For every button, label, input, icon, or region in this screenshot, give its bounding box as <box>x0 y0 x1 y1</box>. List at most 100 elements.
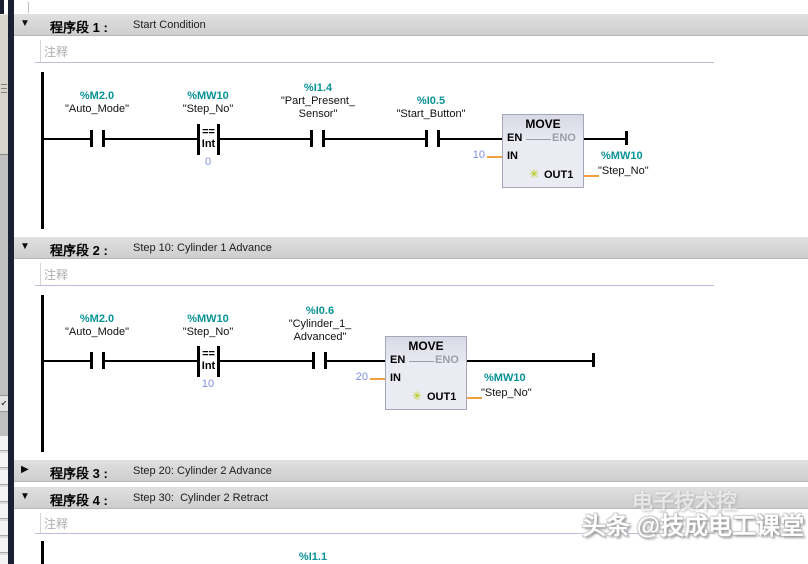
wire <box>105 360 197 362</box>
network-3-header[interactable] <box>14 460 808 482</box>
network-3-title[interactable]: Step 20: Cylinder 2 Advance <box>133 465 272 477</box>
network-4-title[interactable]: Step 30: Cylinder 2 Retract <box>133 492 269 504</box>
operand-name[interactable]: "Step_No" <box>481 387 532 399</box>
compare-box[interactable]: == Int <box>197 124 220 155</box>
operand-address[interactable]: %MW10 <box>187 90 229 102</box>
out-connector <box>584 175 599 177</box>
operand-name[interactable]: "Auto_Mode" <box>64 103 130 115</box>
contact-start-button[interactable] <box>425 129 440 148</box>
network-2-label: 程序段 2 : <box>50 243 108 258</box>
assign-icon: ✳ <box>529 167 540 181</box>
contact-auto-mode[interactable] <box>90 129 105 148</box>
left-scrollbar-track[interactable] <box>0 14 8 564</box>
compare-op: == <box>202 126 215 138</box>
operand-name[interactable]: "Start_Button" <box>396 108 466 120</box>
power-rail <box>41 541 44 564</box>
check-icon: ✔ <box>0 399 8 408</box>
collapse-expanded-icon[interactable]: ▼ <box>20 18 30 29</box>
operand-name[interactable]: "Step_No" <box>182 103 234 115</box>
check-button[interactable]: ✔ <box>0 395 8 412</box>
text-cursor <box>28 2 29 13</box>
comment-border <box>40 513 41 533</box>
power-rail <box>41 295 44 452</box>
operand-name[interactable]: "Step_No" <box>182 326 234 338</box>
contact-auto-mode[interactable] <box>90 351 105 370</box>
contact-cylinder1-advanced[interactable] <box>312 351 327 370</box>
power-rail <box>41 72 44 229</box>
network-1-comment-input[interactable]: 注释 <box>44 45 69 59</box>
wire <box>327 360 385 362</box>
comment-underline <box>35 62 714 63</box>
collapse-expanded-icon[interactable]: ▼ <box>20 241 30 252</box>
network-4-label: 程序段 4 : <box>50 493 108 508</box>
pin-out1: OUT1 <box>427 391 457 403</box>
operand-address[interactable]: %MW10 <box>601 150 643 162</box>
collapse-expanded-icon[interactable]: ▼ <box>20 491 30 502</box>
compare-type[interactable]: Int <box>201 360 216 372</box>
network-4-comment-input[interactable]: 注释 <box>44 517 69 531</box>
comment-underline <box>35 533 714 534</box>
wire <box>220 138 310 140</box>
network-4-header[interactable] <box>14 487 808 509</box>
in-connector <box>370 378 385 380</box>
operand-address[interactable]: %M2.0 <box>79 313 115 325</box>
wire <box>220 360 312 362</box>
watermark-ghost: 电子技术控 <box>632 491 737 514</box>
network-2-title[interactable]: Step 10: Cylinder 1 Advance <box>133 242 272 254</box>
pin-in: IN <box>390 372 401 384</box>
wire <box>44 138 90 140</box>
comment-border <box>40 263 41 285</box>
operand-address[interactable]: %I1.4 <box>303 82 333 94</box>
compare-box[interactable]: == Int <box>197 346 220 377</box>
operand-address[interactable]: %I1.1 <box>298 551 328 563</box>
compare-value[interactable]: 0 <box>204 156 212 168</box>
wire <box>440 138 502 140</box>
wire <box>467 360 593 362</box>
operand-address[interactable]: %MW10 <box>187 313 229 325</box>
collapsed-panel-rows <box>0 436 8 564</box>
operand-name[interactable]: Advanced" <box>293 331 347 343</box>
watermark: 头条 @技成电工课堂 <box>582 513 805 540</box>
out-connector <box>467 397 482 399</box>
operand-address[interactable]: %M2.0 <box>79 90 115 102</box>
move-in-value[interactable]: 20 <box>355 371 368 383</box>
operand-name[interactable]: "Part_Present_ <box>280 95 356 107</box>
panel-divider <box>8 0 14 564</box>
comment-underline <box>35 285 714 286</box>
operand-name[interactable]: Sensor" <box>298 108 338 120</box>
move-title: MOVE <box>525 117 561 131</box>
operand-address[interactable]: %MW10 <box>484 372 526 384</box>
collapse-collapsed-icon[interactable]: ▶ <box>21 464 29 475</box>
pin-in: IN <box>507 150 518 162</box>
network-1-title[interactable]: Start Condition <box>133 19 206 31</box>
network-1-label: 程序段 1 : <box>50 20 108 35</box>
wire <box>105 138 197 140</box>
compare-type[interactable]: Int <box>201 138 216 150</box>
contact-part-present[interactable] <box>310 129 325 148</box>
wire <box>44 360 90 362</box>
move-block[interactable]: MOVE EN ENO IN ✳ OUT1 <box>502 114 584 188</box>
network-2-header[interactable] <box>14 237 808 259</box>
pin-en: EN <box>390 354 406 366</box>
move-title: MOVE <box>408 339 444 353</box>
operand-address[interactable]: %I0.6 <box>305 305 335 317</box>
network-1-header[interactable] <box>14 14 808 36</box>
network-3-label: 程序段 3 : <box>50 466 108 481</box>
compare-value[interactable]: 10 <box>201 378 215 390</box>
operand-name[interactable]: "Auto_Mode" <box>64 326 130 338</box>
move-in-value[interactable]: 10 <box>472 149 485 161</box>
panel-corner <box>0 0 4 14</box>
en-eno-line <box>526 139 551 140</box>
pin-en: EN <box>507 132 523 144</box>
en-eno-line <box>409 361 434 362</box>
operand-address[interactable]: %I0.5 <box>416 95 446 107</box>
move-block[interactable]: MOVE EN ENO IN ✳ OUT1 <box>385 336 467 410</box>
operand-name[interactable]: "Step_No" <box>598 165 649 177</box>
assign-icon: ✳ <box>412 389 423 403</box>
scrollbar-grip-icon <box>1 84 7 94</box>
rung-end <box>592 353 595 367</box>
operand-name[interactable]: "Cylinder_1_ <box>288 318 352 330</box>
wire <box>584 138 626 140</box>
network-2-comment-input[interactable]: 注释 <box>44 268 69 282</box>
rung-end <box>625 131 628 145</box>
